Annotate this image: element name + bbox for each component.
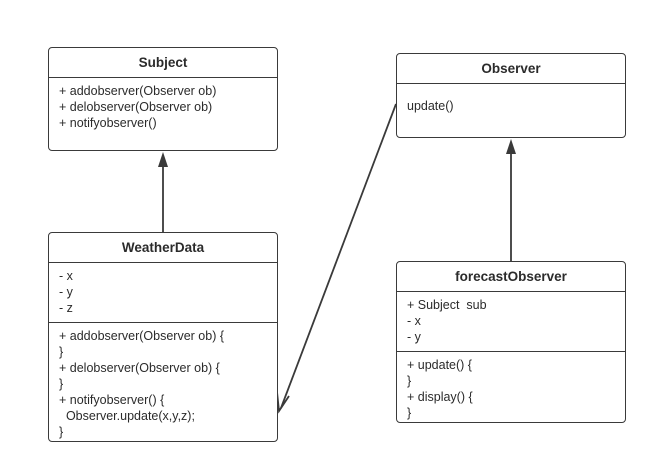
- weatherdata-method: + delobserver(Observer ob) {: [59, 361, 220, 375]
- forecastobserver-attribute: - y: [407, 330, 421, 344]
- forecastobserver-method: + update() {: [407, 358, 472, 372]
- observer-to-weatherdata-arrow: [276, 103, 397, 414]
- weatherdata-method: + notifyobserver() {: [59, 393, 165, 407]
- subject-method: + addobserver(Observer ob): [59, 84, 217, 98]
- weatherdata-to-subject-arrow: [158, 152, 168, 232]
- weatherdata-class-box[interactable]: WeatherData - x - y - z + addobserver(Ob…: [48, 232, 278, 442]
- forecastobserver-class-box[interactable]: forecastObserver + Subject sub - x - y +…: [396, 261, 626, 423]
- forecastobserver-attributes: + Subject sub - x - y: [397, 292, 625, 351]
- observer-class-box[interactable]: Observer update(): [396, 53, 626, 138]
- forecastobserver-method: }: [407, 374, 412, 388]
- weatherdata-method: }: [59, 425, 64, 439]
- observer-methods: update(): [397, 84, 625, 118]
- weatherdata-methods: + addobserver(Observer ob) { } + delobse…: [49, 322, 277, 441]
- weatherdata-attributes: - x - y - z: [49, 263, 277, 322]
- forecastobserver-methods: + update() { } + display() { }: [397, 351, 625, 422]
- forecastobserver-to-observer-arrow: [506, 139, 516, 261]
- weatherdata-attribute: - y: [59, 285, 73, 299]
- forecastobserver-attribute: - x: [407, 314, 421, 328]
- forecastobserver-class-name: forecastObserver: [397, 262, 625, 292]
- subject-class-name: Subject: [49, 48, 277, 78]
- observer-method: update(): [407, 99, 454, 113]
- observer-class-name: Observer: [397, 54, 625, 84]
- subject-method: + delobserver(Observer ob): [59, 100, 213, 114]
- subject-methods: + addobserver(Observer ob) + delobserver…: [49, 78, 277, 135]
- weatherdata-method: }: [59, 377, 64, 391]
- subject-method: + notifyobserver(): [59, 116, 157, 130]
- weatherdata-method: }: [59, 345, 64, 359]
- forecastobserver-attribute: + Subject sub: [407, 298, 487, 312]
- weatherdata-method: + addobserver(Observer ob) {: [59, 329, 225, 343]
- weatherdata-attribute: - x: [59, 269, 73, 283]
- subject-class-box[interactable]: Subject + addobserver(Observer ob) + del…: [48, 47, 278, 151]
- weatherdata-attribute: - z: [59, 301, 73, 315]
- weatherdata-method: Observer.update(x,y,z);: [59, 409, 195, 423]
- weatherdata-class-name: WeatherData: [49, 233, 277, 263]
- forecastobserver-method: + display() {: [407, 390, 473, 404]
- forecastobserver-method: }: [407, 406, 412, 420]
